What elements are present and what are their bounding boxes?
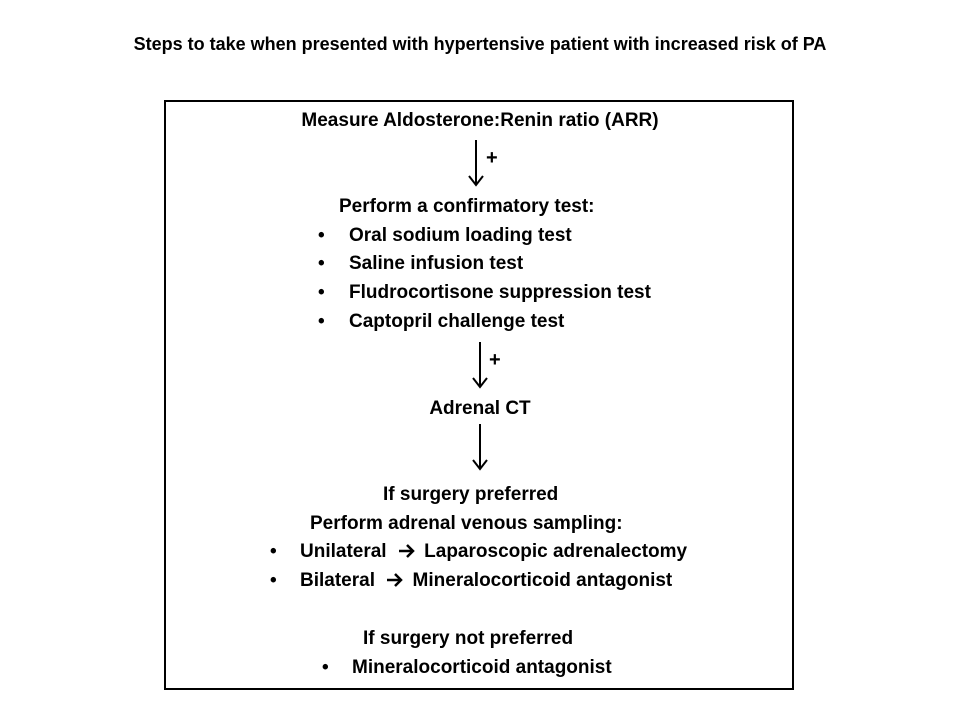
bullet-icon: • — [318, 311, 325, 332]
arr-step: Measure Aldosterone:Renin ratio (ARR) — [301, 110, 659, 131]
list-item: • Mineralocorticoid antagonist — [322, 657, 612, 679]
list-item: • Oral sodium loading test — [318, 225, 572, 247]
surgery-preferred-heading: If surgery preferred — [383, 484, 559, 505]
list-item: • Fludrocortisone suppression test — [318, 282, 651, 304]
avs-option-label: Bilateral — [300, 570, 375, 591]
surgery-not-preferred-heading: If surgery not preferred — [363, 628, 574, 649]
confirm-test-label: Captopril challenge test — [349, 311, 565, 332]
avs-option-result: Laparoscopic adrenalectomy — [424, 541, 688, 562]
bullet-icon: • — [270, 541, 277, 562]
confirm-test-label: Fludrocortisone suppression test — [349, 282, 651, 303]
avs-heading: Perform adrenal venous sampling: — [310, 513, 623, 534]
list-item: • Captopril challenge test — [318, 311, 564, 333]
plus-sign: + — [486, 147, 498, 169]
flowchart-box — [164, 100, 794, 690]
list-item: • Saline infusion test — [318, 253, 523, 275]
confirm-test-label: Oral sodium loading test — [349, 225, 572, 246]
arrow-right-icon — [387, 573, 404, 587]
avs-option-result: Mineralocorticoid antagonist — [412, 570, 673, 591]
arrow-down-icon — [472, 342, 488, 389]
arrow-down-icon — [468, 140, 484, 187]
plus-sign: + — [489, 349, 501, 371]
bullet-icon: • — [270, 570, 277, 591]
arrow-down-icon — [472, 424, 488, 471]
list-item: • Bilateral Mineralocorticoid antagonist — [270, 570, 672, 592]
confirm-test-label: Saline infusion test — [349, 253, 524, 274]
confirmatory-heading: Perform a confirmatory test: — [339, 196, 595, 217]
bullet-icon: • — [318, 282, 325, 303]
list-item: • Unilateral Laparoscopic adrenalectomy — [270, 541, 687, 563]
no-surgery-option: Mineralocorticoid antagonist — [352, 657, 612, 678]
bullet-icon: • — [322, 657, 329, 678]
avs-option-label: Unilateral — [300, 541, 387, 562]
bullet-icon: • — [318, 253, 325, 274]
adrenal-ct-step: Adrenal CT — [429, 398, 531, 419]
bullet-icon: • — [318, 225, 325, 246]
slide-title: Steps to take when presented with hypert… — [133, 34, 827, 54]
arrow-right-icon — [398, 544, 415, 558]
